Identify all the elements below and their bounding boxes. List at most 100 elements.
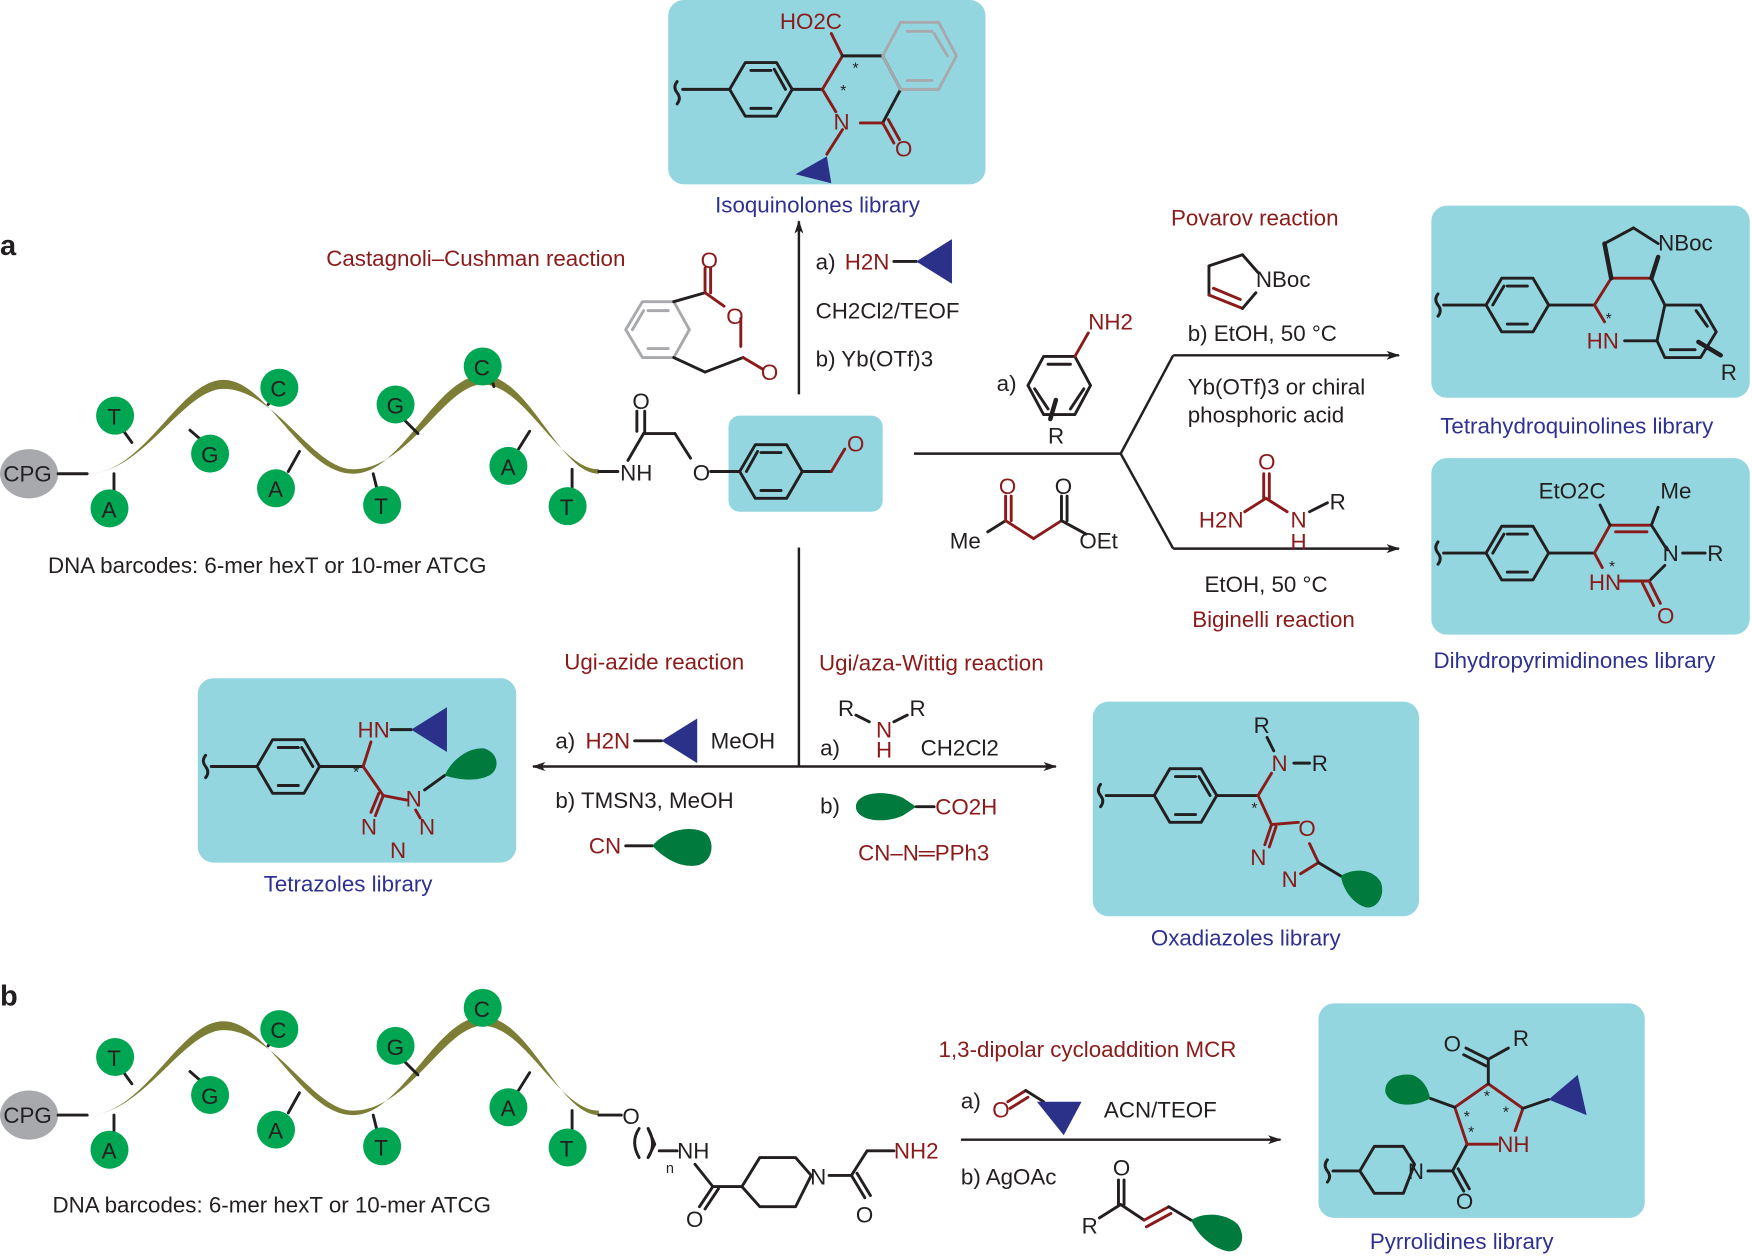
stereocenter-mark: *: [1464, 1109, 1470, 1126]
solvent-label: CH2Cl2/TEOF: [816, 298, 960, 323]
step-label: a): [555, 729, 575, 754]
stereocenter-mark: *: [353, 765, 359, 782]
atom-label: R: [910, 696, 926, 721]
conditions-label: Yb(OTf)3 or chiral: [1188, 374, 1365, 399]
atom-label: NH2: [1088, 310, 1133, 335]
dna-barcode-a: CPG T G C G C A A: [0, 347, 599, 578]
atom-label: EtO2C: [1539, 478, 1606, 503]
nucleotide: G: [387, 1035, 404, 1060]
atom-label: N: [390, 838, 406, 863]
nucleotide: T: [374, 1135, 388, 1160]
atom-label: R: [1254, 713, 1270, 738]
acid-reagent: CO2H: [935, 795, 997, 820]
atom-label: R: [1513, 1026, 1529, 1051]
atom-label: H2N: [1199, 507, 1244, 532]
step-label: b) AgOAc: [961, 1164, 1057, 1189]
atom-label: NBoc: [1256, 267, 1311, 292]
aldehyde-highlight-box: [728, 415, 883, 512]
atom-label: Me: [1660, 478, 1691, 503]
atom-label: R: [1330, 490, 1346, 515]
isoquinolone-product-box: [668, 0, 986, 185]
atom-label: N: [1291, 507, 1307, 532]
atom-label: Me: [950, 529, 981, 554]
atom-label: H: [1291, 530, 1307, 555]
amine-reagent: H2N: [845, 249, 890, 274]
atom-label: O: [999, 474, 1016, 499]
reaction-name-ugi-aza-wittig: Ugi/aza-Wittig reaction: [819, 650, 1044, 675]
nucleotide: A: [268, 477, 283, 502]
conditions-label: EtOH, 50 °C: [1204, 572, 1327, 597]
atom-label: H: [876, 738, 892, 763]
nucleotide: A: [268, 1119, 283, 1144]
stereocenter-mark: *: [1503, 1104, 1509, 1121]
atom-label: R: [1082, 1214, 1098, 1239]
panel-label-a: a: [0, 230, 17, 262]
atom-label: N: [876, 717, 892, 742]
solvent-label: ACN/TEOF: [1104, 1097, 1217, 1122]
stereocenter-mark: *: [1251, 800, 1257, 817]
library-name-isoquinolones: Isoquinolones library: [715, 192, 921, 217]
atom-label: O: [761, 360, 778, 385]
atom-label: O: [1657, 603, 1674, 628]
nucleotide: C: [474, 355, 490, 380]
atom-label: N: [1663, 541, 1679, 566]
atom-label: HN: [1589, 570, 1621, 595]
step-label: a): [820, 735, 840, 760]
nucleotide: T: [560, 1136, 574, 1161]
nucleotide: G: [387, 393, 404, 418]
atom-label: O: [847, 431, 864, 456]
atom-label: O: [686, 1207, 703, 1232]
atom-label: O: [622, 1104, 639, 1129]
step-label: a): [961, 1088, 981, 1113]
nucleotide: T: [107, 1046, 121, 1071]
blob-building-block-icon: [652, 829, 712, 866]
conditions-label: b) EtOH, 50 °C: [1188, 321, 1337, 346]
atom-label: N: [834, 110, 850, 135]
step-label: b) Yb(OTf)3: [816, 346, 933, 371]
atom-label: R: [1721, 360, 1737, 385]
atom-label: NH: [677, 1139, 709, 1164]
library-name-pyrrolidines: Pyrrolidines library: [1370, 1229, 1554, 1254]
solvent-label: MeOH: [711, 729, 776, 754]
atom-label: R: [1707, 541, 1723, 566]
reaction-name-castagnoli: Castagnoli–Cushman reaction: [326, 246, 625, 271]
nucleotide: T: [560, 495, 574, 520]
library-name-tetrahydroquinolines: Tetrahydroquinolines library: [1440, 414, 1714, 439]
reaction-name-biginelli: Biginelli reaction: [1192, 607, 1355, 632]
subscript-n: n: [666, 1161, 674, 1177]
atom-label: O: [1444, 1031, 1461, 1056]
oxadiazole-product-box: [1092, 701, 1420, 917]
library-name-tetrazoles: Tetrazoles library: [264, 872, 434, 897]
atom-label: N: [361, 815, 377, 840]
cpg-label: CPG: [3, 1103, 51, 1128]
blob-building-block-icon: [1191, 1214, 1243, 1252]
library-name-oxadiazoles: Oxadiazoles library: [1151, 925, 1342, 950]
blob-building-block-icon: [855, 793, 917, 821]
atom-label: NH: [620, 460, 652, 485]
atom-label: N: [1408, 1159, 1424, 1184]
nucleotide: G: [201, 1084, 218, 1109]
atom-label: O: [1298, 816, 1315, 841]
reaction-name-ugi-azide: Ugi-azide reaction: [564, 649, 744, 674]
step-label: b) TMSN3, MeOH: [555, 788, 733, 813]
atom-label: NH: [1497, 1132, 1529, 1157]
nucleotides: T G C G C A A T A: [90, 347, 587, 528]
triangle-building-block-icon: [1036, 1101, 1082, 1136]
atom-label: N: [1272, 751, 1288, 776]
nucleotide: A: [102, 1139, 117, 1164]
atom-label: O: [1258, 449, 1275, 474]
ugi-branches: Ugi-azide reaction a) H2N MeOH b) TMSN3,…: [197, 547, 1420, 950]
cpg-bead: [0, 1090, 59, 1140]
atom-label: HN: [1587, 329, 1619, 354]
atom-label: R: [1048, 424, 1064, 449]
stereocenter-mark: *: [1484, 1089, 1490, 1106]
iminophosphorane-reagent: CN–N═PPh3: [858, 840, 989, 865]
blob-building-block-icon: [1385, 1074, 1431, 1105]
cycloaddition-branch: 1,3-dipolar cycloaddition MCR a) O ACN/T…: [939, 1003, 1645, 1254]
atom-label: O: [693, 460, 710, 485]
dna-caption-b: DNA barcodes: 6-mer hexT or 10-mer ATCG: [53, 1192, 491, 1217]
linker-aldehyde: NH O O O: [597, 389, 883, 512]
step-label: b): [820, 793, 840, 818]
nucleotide: T: [107, 405, 121, 430]
